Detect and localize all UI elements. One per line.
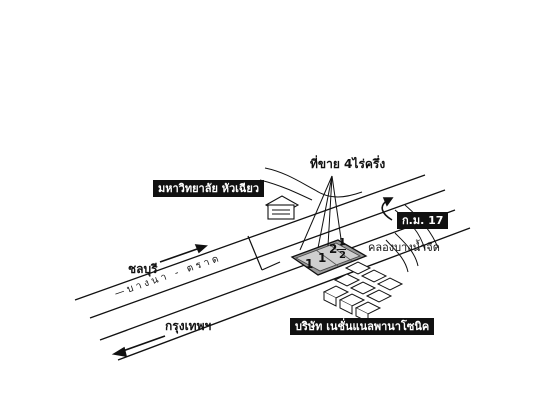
university-label: มหาวิทยาลัย หัวเฉียว xyxy=(153,180,265,197)
university-building xyxy=(264,195,300,220)
plot-number-2: 1 xyxy=(318,251,327,265)
plot-number-1: 1 xyxy=(305,257,314,271)
land-for-sale-label: ที่ขาย 4ไร่ครึ่ง xyxy=(310,157,386,171)
plot-number-3: 2 xyxy=(329,242,338,256)
highway xyxy=(74,174,471,361)
company-label: บริษัท เนชั่นแนลพานาโซนิค xyxy=(290,318,435,335)
plot-fraction-numerator: 1 xyxy=(339,237,346,248)
fraction-bar xyxy=(337,249,346,250)
bangkok-label: กรุงเทพฯ xyxy=(165,319,212,333)
chonburi-label: ชลบุรี xyxy=(128,262,158,276)
factory-buildings xyxy=(322,261,404,323)
arrow-icons xyxy=(111,197,394,357)
plot-fraction-denominator: 2 xyxy=(339,250,346,261)
side-road xyxy=(247,235,281,271)
canal-label: คลองบางน้ำจืด xyxy=(368,241,440,254)
pointer-lines xyxy=(299,175,343,251)
land-plot xyxy=(290,239,368,276)
km-17-label: ก.ม. 17 xyxy=(397,212,449,229)
